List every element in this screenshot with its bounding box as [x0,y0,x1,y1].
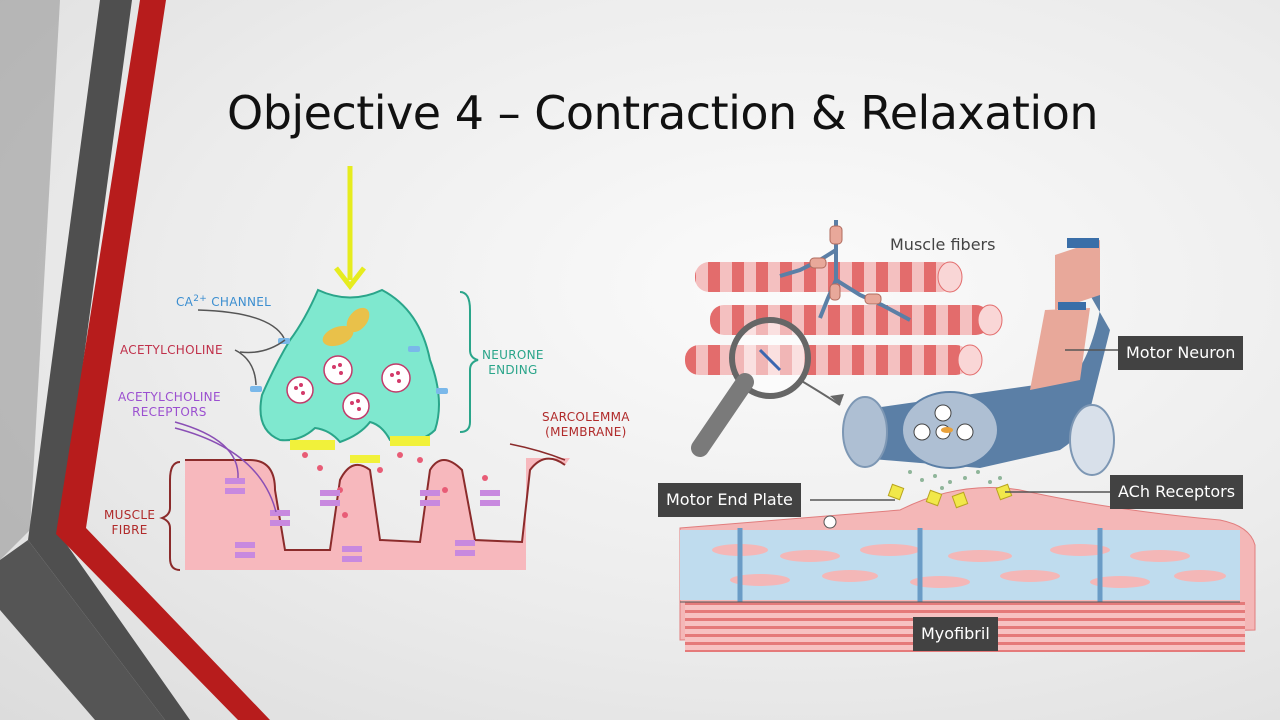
sarcolemma-line1: SARCOLEMMA [542,410,630,424]
ca-channel-label: Ca2+ CHANNEL [176,294,272,309]
myofibril-label: Myofibril [913,617,998,651]
muscle-fibre-label: MUSCLE FIBRE [104,508,155,538]
acetylcholine-label: ACETYLCHOLINE [120,343,223,357]
slide-title: Objective 4 – Contraction & Relaxation [226,86,1099,140]
decorative-stripes [0,0,270,720]
muscle-fibre-line1: MUSCLE [104,508,156,522]
neurone-ending-line1: NEURONE [482,348,544,362]
sarcolemma-label: SARCOLEMMA (MEMBRANE) [542,410,630,440]
muscle-fibers-label: Muscle fibers [890,235,996,254]
neurone-ending-line2: ENDING [488,363,538,377]
sarcolemma-line2: (MEMBRANE) [545,425,627,439]
ach-receptors-line1: ACETYLCHOLINE [118,390,221,404]
ach-receptors-box-label: ACh Receptors [1110,475,1244,509]
ach-receptors-line2: RECEPTORS [132,405,207,419]
motor-end-plate-label: Motor End Plate [658,483,801,517]
motor-neuron-label: Motor Neuron [1118,336,1244,370]
ach-receptors-label: ACETYLCHOLINE RECEPTORS [118,390,221,420]
neurone-ending-label: NEURONE ENDING [482,348,544,378]
nmj-diagram [159,166,570,571]
muscle-fibre-line2: FIBRE [111,523,148,537]
motor-unit-diagram [679,220,1256,652]
